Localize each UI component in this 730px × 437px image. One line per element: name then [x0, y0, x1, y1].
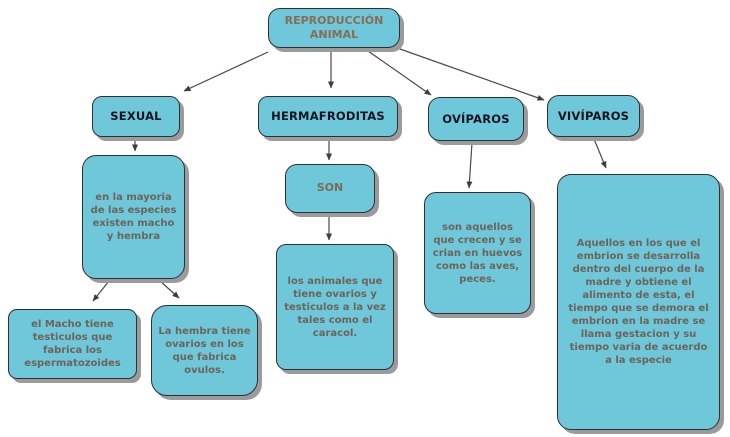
node-mayoria-especies: en la mayoria de las especies existen ma…	[82, 155, 185, 279]
edge-viviparos-embrion	[593, 138, 607, 169]
node-sexual: SEXUAL	[92, 96, 180, 137]
node-viviparos: VIVÍPAROS	[547, 95, 640, 137]
node-oviparos: OVÍPAROS	[428, 97, 524, 141]
edge-oviparos-huevos	[466, 142, 473, 189]
node-hembra-ovarios: La hembra tiene ovarios en los que fabri…	[151, 305, 258, 396]
edge-root-oviparos	[367, 50, 432, 96]
edge-root-sexual	[183, 51, 269, 92]
node-reproduccion-animal: REPRODUCCIÓN ANIMAL	[268, 8, 400, 48]
edge-mayoria-macho	[92, 280, 110, 302]
node-embrion-gestacion: Aquellos en los que el embrion se desarr…	[557, 174, 720, 430]
node-animales-caracol: los animales que tiene ovarios y testicu…	[276, 244, 394, 370]
node-hermafroditas: HERMAFRODITAS	[258, 96, 398, 137]
edge-mayoria-hembra	[159, 280, 180, 299]
node-son: SON	[285, 164, 375, 213]
edge-root-viviparos	[399, 48, 545, 101]
node-macho-testiculos: el Macho tiene testiculos que fabrica lo…	[8, 309, 137, 379]
node-crecen-en-huevos: son aquellos que crecen y se crian en hu…	[424, 192, 531, 314]
